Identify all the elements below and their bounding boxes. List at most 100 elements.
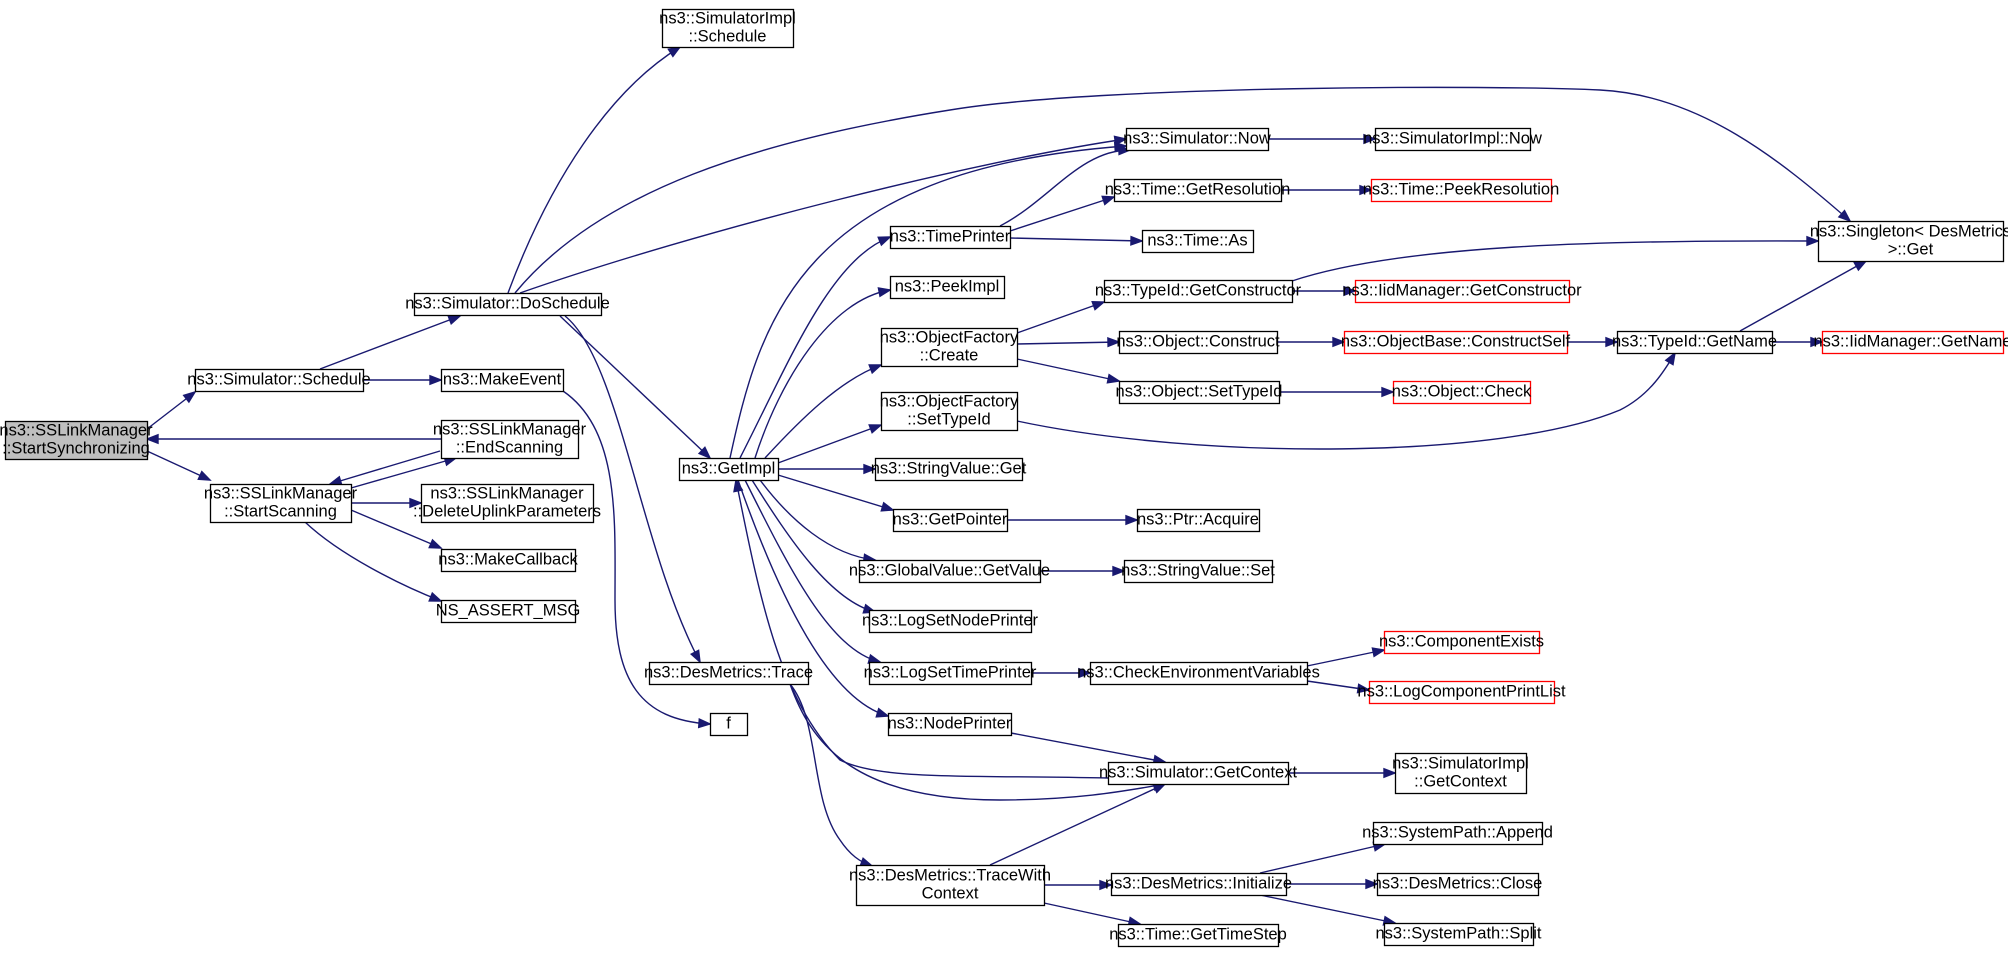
node-logCompPrint[interactable]: ns3::LogComponentPrintList (1357, 680, 1566, 705)
node-box (889, 275, 1006, 300)
edge-line (1016, 352, 1676, 450)
node-sysPathAppend[interactable]: ns3::SystemPath::Append (1362, 821, 1553, 846)
node-desClose[interactable]: ns3::DesMetrics::Close (1373, 872, 1543, 897)
node-label: ns3::GetImpl (682, 460, 776, 478)
edge-arrowhead (1383, 767, 1397, 779)
node-label: ns3::Time::GetTimeStep (1109, 926, 1287, 944)
node-simImplSchedule[interactable]: ns3::SimulatorImpl::Schedule (659, 8, 796, 49)
node-objCheck[interactable]: ns3::Object::Check (1392, 380, 1532, 405)
edge-arrowhead (733, 478, 744, 493)
edge-arrowhead (1371, 647, 1386, 658)
edge-arrowhead (1078, 667, 1092, 679)
node-label: ns3::TypeId::GetConstructor (1095, 282, 1302, 300)
node-peekResolution[interactable]: ns3::Time::PeekResolution (1363, 178, 1560, 203)
node-stringValueGet[interactable]: ns3::StringValue::Get (871, 457, 1027, 482)
edge-line (1739, 260, 1867, 332)
node-gvGetValue[interactable]: ns3::GlobalValue::GetValue (849, 559, 1050, 584)
node-componentExists[interactable]: ns3::ComponentExists (1379, 630, 1544, 655)
edge-ofCreate-to-objSetTypeId (1016, 358, 1121, 384)
edge-arrowhead (428, 538, 443, 549)
node-nsAssert[interactable]: NS_ASSERT_MSG (436, 599, 581, 624)
node-simImplNow[interactable]: ns3::SimulatorImpl::Now (1363, 127, 1542, 152)
node-label: ns3::LogComponentPrintList (1357, 683, 1566, 701)
edge-arrowhead (697, 446, 712, 460)
edge-line (777, 474, 894, 511)
node-desTrace[interactable]: ns3::DesMetrics::Trace (644, 661, 813, 686)
node-peekImpl[interactable]: ns3::PeekImpl (889, 275, 1006, 300)
edge-getConstructor-to-iidGetConstructor (1292, 285, 1357, 297)
edge-arrowhead (1664, 351, 1677, 366)
node-nodePrinter[interactable]: ns3::NodePrinter (888, 712, 1013, 737)
edge-startSync-to-startScanning (146, 450, 212, 481)
node-label: ::GetContext (1414, 773, 1507, 791)
node-makeCallback[interactable]: ns3::MakeCallback (438, 548, 578, 573)
edge-arrowhead (145, 433, 159, 445)
node-box (1372, 821, 1544, 846)
node-box (661, 8, 795, 49)
node-makeEvent[interactable]: ns3::MakeEvent (440, 368, 565, 393)
edge-getResolution-to-peekResolution (1281, 184, 1373, 196)
node-endScanning[interactable]: ns3::SSLinkManager::EndScanning (433, 419, 587, 460)
node-objSetTypeId[interactable]: ns3::Object::SetTypeId (1116, 380, 1283, 405)
node-deleteUplink[interactable]: ns3::SSLinkManager::DeleteUplinkParamete… (413, 483, 601, 524)
node-logSetTime[interactable]: ns3::LogSetTimePrinter (864, 661, 1037, 686)
node-label: ns3::SystemPath::Split (1376, 925, 1542, 943)
edge-simGetContext-to-simImplGetContext (1288, 767, 1397, 779)
node-label: ns3::Object::Check (1392, 383, 1532, 401)
edge-arrowhead (868, 424, 883, 434)
node-sysPathSplit[interactable]: ns3::SystemPath::Split (1376, 922, 1542, 947)
node-f[interactable]: f (709, 712, 749, 737)
edge-objSetTypeId-to-objCheck (1279, 386, 1395, 398)
node-box (868, 609, 1033, 634)
node-startSync[interactable]: ns3::SSLinkManager::StartSynchronizing (0, 420, 153, 461)
node-desInitialize[interactable]: ns3::DesMetrics::Initialize (1105, 872, 1292, 897)
node-simImplGetContext[interactable]: ns3::SimulatorImpl::GetContext (1392, 752, 1529, 795)
node-doSchedule[interactable]: ns3::Simulator::DoSchedule (405, 292, 610, 317)
node-box (1817, 220, 2005, 263)
edge-arrowhead (1091, 300, 1106, 311)
node-ptrAcquire[interactable]: ns3::Ptr::Acquire (1136, 508, 1261, 533)
edge-line (1016, 301, 1105, 334)
node-checkEnv[interactable]: ns3::CheckEnvironmentVariables (1077, 661, 1320, 686)
node-schedule[interactable]: ns3::Simulator::Schedule (187, 368, 371, 393)
node-startScanning[interactable]: ns3::SSLinkManager::StartScanning (204, 483, 358, 524)
node-getTimeStep[interactable]: ns3::Time::GetTimeStep (1109, 923, 1287, 948)
node-label: ns3::SSLinkManager (433, 421, 587, 439)
node-box (440, 368, 565, 393)
node-label: ns3::Singleton< DesMetrics (1810, 223, 2008, 241)
node-constructSelf[interactable]: ns3::ObjectBase::ConstructSelf (1341, 330, 1571, 355)
node-simNow[interactable]: ns3::Simulator::Now (1123, 127, 1271, 152)
node-box (1103, 279, 1294, 304)
node-ofSetTypeId[interactable]: ns3::ObjectFactory::SetTypeId (880, 391, 1019, 432)
edge-line (1009, 237, 1143, 242)
node-objConstruct[interactable]: ns3::Object::Construct (1116, 330, 1280, 355)
edge-arrowhead (1343, 285, 1357, 297)
node-logSetNode[interactable]: ns3::LogSetNodePrinter (862, 609, 1039, 634)
node-ofCreate[interactable]: ns3::ObjectFactory::Create (880, 327, 1019, 368)
node-box (880, 391, 1019, 432)
node-timePrinter[interactable]: ns3::TimePrinter (890, 225, 1012, 250)
edge-nodePrinter-to-simGetContext (1010, 732, 1167, 765)
node-singletonGet[interactable]: ns3::Singleton< DesMetrics >::Get (1810, 220, 2008, 263)
node-typeIdGetName[interactable]: ns3::TypeId::GetName (1612, 330, 1777, 355)
node-label: ns3::Simulator::GetContext (1099, 764, 1298, 782)
node-getConstructor[interactable]: ns3::TypeId::GetConstructor (1095, 279, 1302, 304)
edge-arrowhead (1359, 184, 1373, 196)
node-label: ns3::Ptr::Acquire (1137, 511, 1259, 529)
node-stringValueSet[interactable]: ns3::StringValue::Set (1121, 559, 1275, 584)
node-label: ns3::PeekImpl (895, 278, 1000, 296)
node-iidGetName[interactable]: ns3::IidManager::GetName (1813, 330, 2008, 355)
node-label: ns3::Simulator::DoSchedule (405, 295, 610, 313)
node-getImpl[interactable]: ns3::GetImpl (678, 457, 780, 482)
node-getPointer[interactable]: ns3::GetPointer (893, 508, 1009, 533)
node-label: ns3::ObjectFactory (880, 393, 1019, 411)
edge-getImpl-to-timePrinter (739, 236, 892, 459)
edge-line (735, 479, 1109, 779)
node-box (413, 292, 603, 317)
node-getResolution[interactable]: ns3::Time::GetResolution (1105, 178, 1291, 203)
node-iidGetConstructor[interactable]: ns3::IidManager::GetConstructor (1342, 279, 1582, 304)
node-label: ns3::SystemPath::Append (1362, 824, 1553, 842)
node-simGetContext[interactable]: ns3::Simulator::GetContext (1099, 761, 1298, 786)
node-timeAs[interactable]: ns3::Time::As (1141, 229, 1255, 254)
